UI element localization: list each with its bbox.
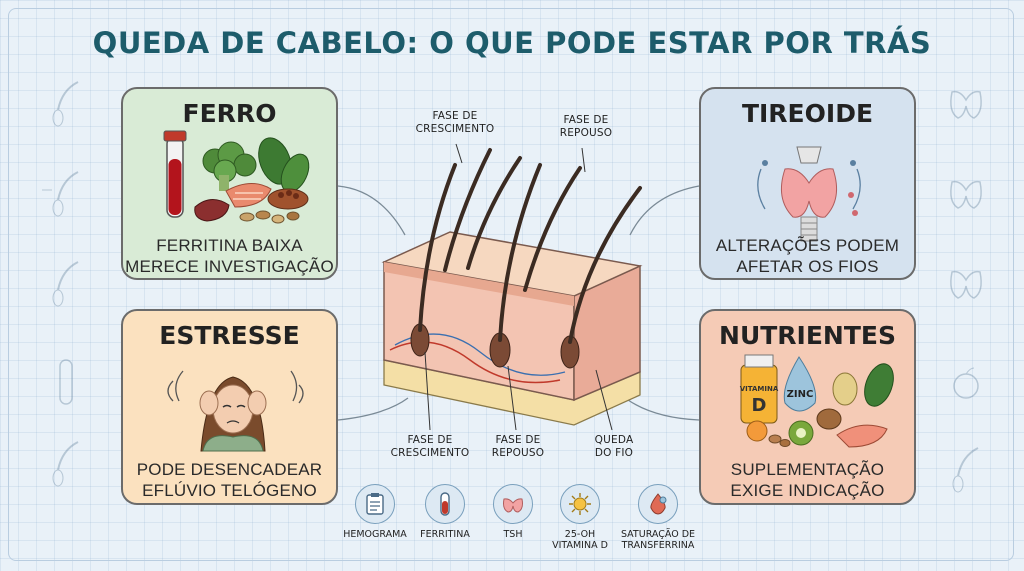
hair-strand-icon [52,441,79,487]
nutrientes-text-line2: EXIGE INDICAÇÃO [730,481,885,500]
nutrients-illustration: VITAMINA D ZINC [740,354,894,448]
nutrientes-title: NUTRIENTES [719,321,896,350]
thyroid-icon [950,180,982,209]
thyroid-icon [493,484,533,524]
salmon-icon [836,424,888,448]
apple-icon [953,367,979,399]
test-tube-icon [59,359,73,405]
vitamin-bottle-icon: VITAMINA D [740,354,779,424]
ferro-text-line1: FERRITINA BAIXA [156,236,303,255]
orange-icon [746,420,768,442]
thyroid-icon [950,270,982,299]
label-hair-fall: QUEDA DO FIO [594,434,634,459]
estresse-card: ESTRESSE PODE DESENCADEAR EFLÚVIO TELÓGE… [121,309,338,505]
test-tube-icon [425,484,465,524]
ferro-illustration [163,130,310,224]
right-side-decorations [950,90,982,493]
exam-vitamina-d: 25-OH VITAMINA D [545,484,615,551]
left-side-decorations [42,81,79,487]
nuts-icon [239,210,300,224]
label-rest-phase-top: FASE DE REPOUSO [559,114,613,139]
thyroid-icon [950,90,982,119]
label-rest-phase-bottom: FASE DE REPOUSO [491,434,545,459]
sun-icon [560,484,600,524]
steak-icon [194,199,230,222]
tireoide-text-line2: AFETAR OS FIOS [736,257,879,276]
estresse-text-line2: EFLÚVIO TELÓGENO [142,481,317,500]
thyroid-illustration [757,146,861,242]
tireoide-card: TIREOIDE ALTERAÇÕES PODEM AFETAR OS FIOS [699,87,916,280]
clipboard-icon [355,484,395,524]
vitamin-label: VITAMINA [740,385,779,393]
kiwi-icon [788,420,814,446]
tireoide-text-line1: ALTERAÇÕES PODEM [715,236,900,255]
sweet-potato-icon [816,408,842,430]
page-title: QUEDA DE CABELO: O QUE PODE ESTAR POR TR… [92,26,932,60]
hair-strand-icon [52,81,79,127]
nutrientes-card: NUTRIENTES VITAMINA D ZINC SUPLEMENTAÇÃO… [699,309,916,505]
nutrientes-text-line1: SUPLEMENTAÇÃO [730,460,885,479]
vitamin-letter: D [752,395,767,416]
background-frame [8,8,1014,561]
zinc-drop-icon: ZINC [783,356,817,412]
potato-icon [832,372,858,406]
blood-tube-icon [163,130,187,218]
almonds-icon [768,434,791,447]
broccoli-icon [202,141,257,191]
spinach-leaf-icon [258,137,310,193]
ferro-text-line2: MERECE INVESTIGAÇÃO [125,257,334,276]
estresse-title: ESTRESSE [159,321,300,350]
exam-hemograma: HEMOGRAMA [340,484,410,540]
hair-strand-icon [42,171,79,217]
kale-icon [864,363,894,407]
beans-bowl-icon [267,188,309,210]
label-growth-phase-top: FASE DE CRESCIMENTO [415,110,495,135]
exam-tsh: TSH [478,484,548,540]
ferro-card: FERRO [121,87,338,280]
estresse-text-line1: PODE DESENCADEAR [136,460,323,479]
ferro-title: FERRO [182,99,277,128]
stressed-woman-illustration [167,370,304,452]
tireoide-title: TIREOIDE [741,99,874,128]
exam-saturacao-transferrina: SATURAÇÃO DE TRANSFERRINA [618,484,698,551]
hair-strand-icon [952,447,979,493]
hair-strand-icon [52,261,79,307]
label-growth-phase-bottom: FASE DE CRESCIMENTO [390,434,470,459]
salmon-icon [225,183,272,208]
drop-icon [638,484,678,524]
zinc-label: ZINC [787,389,814,400]
exam-ferritina: FERRITINA [410,484,480,540]
